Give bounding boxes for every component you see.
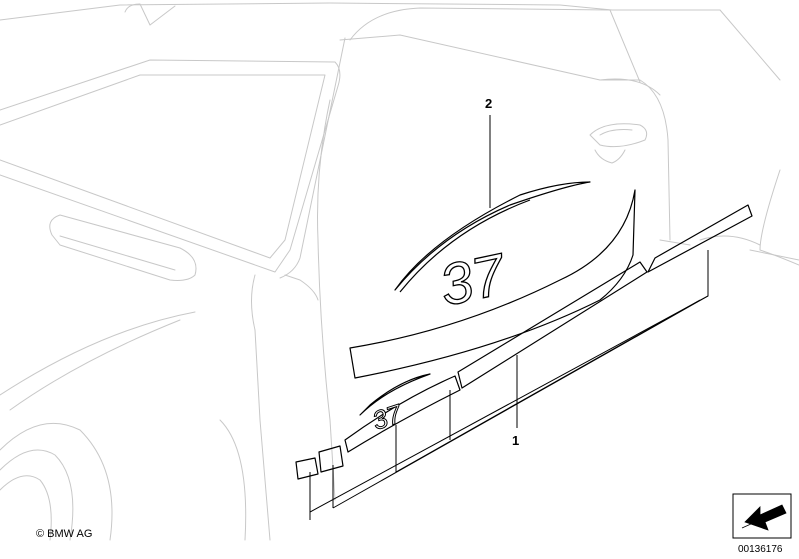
copyright-text: © BMW AG: [36, 528, 92, 540]
reference-number: 00136176: [738, 544, 783, 555]
leader-lines: [309, 115, 709, 520]
view-direction-icon: [732, 493, 792, 539]
door-decal-37-text: 37: [434, 241, 513, 319]
callout-2: 2: [485, 96, 492, 111]
car-outline: [0, 2, 799, 541]
callout-1: 1: [512, 433, 519, 448]
decal-37-door[interactable]: 37: [349, 181, 636, 379]
sill-decal-set[interactable]: 37: [295, 204, 753, 480]
